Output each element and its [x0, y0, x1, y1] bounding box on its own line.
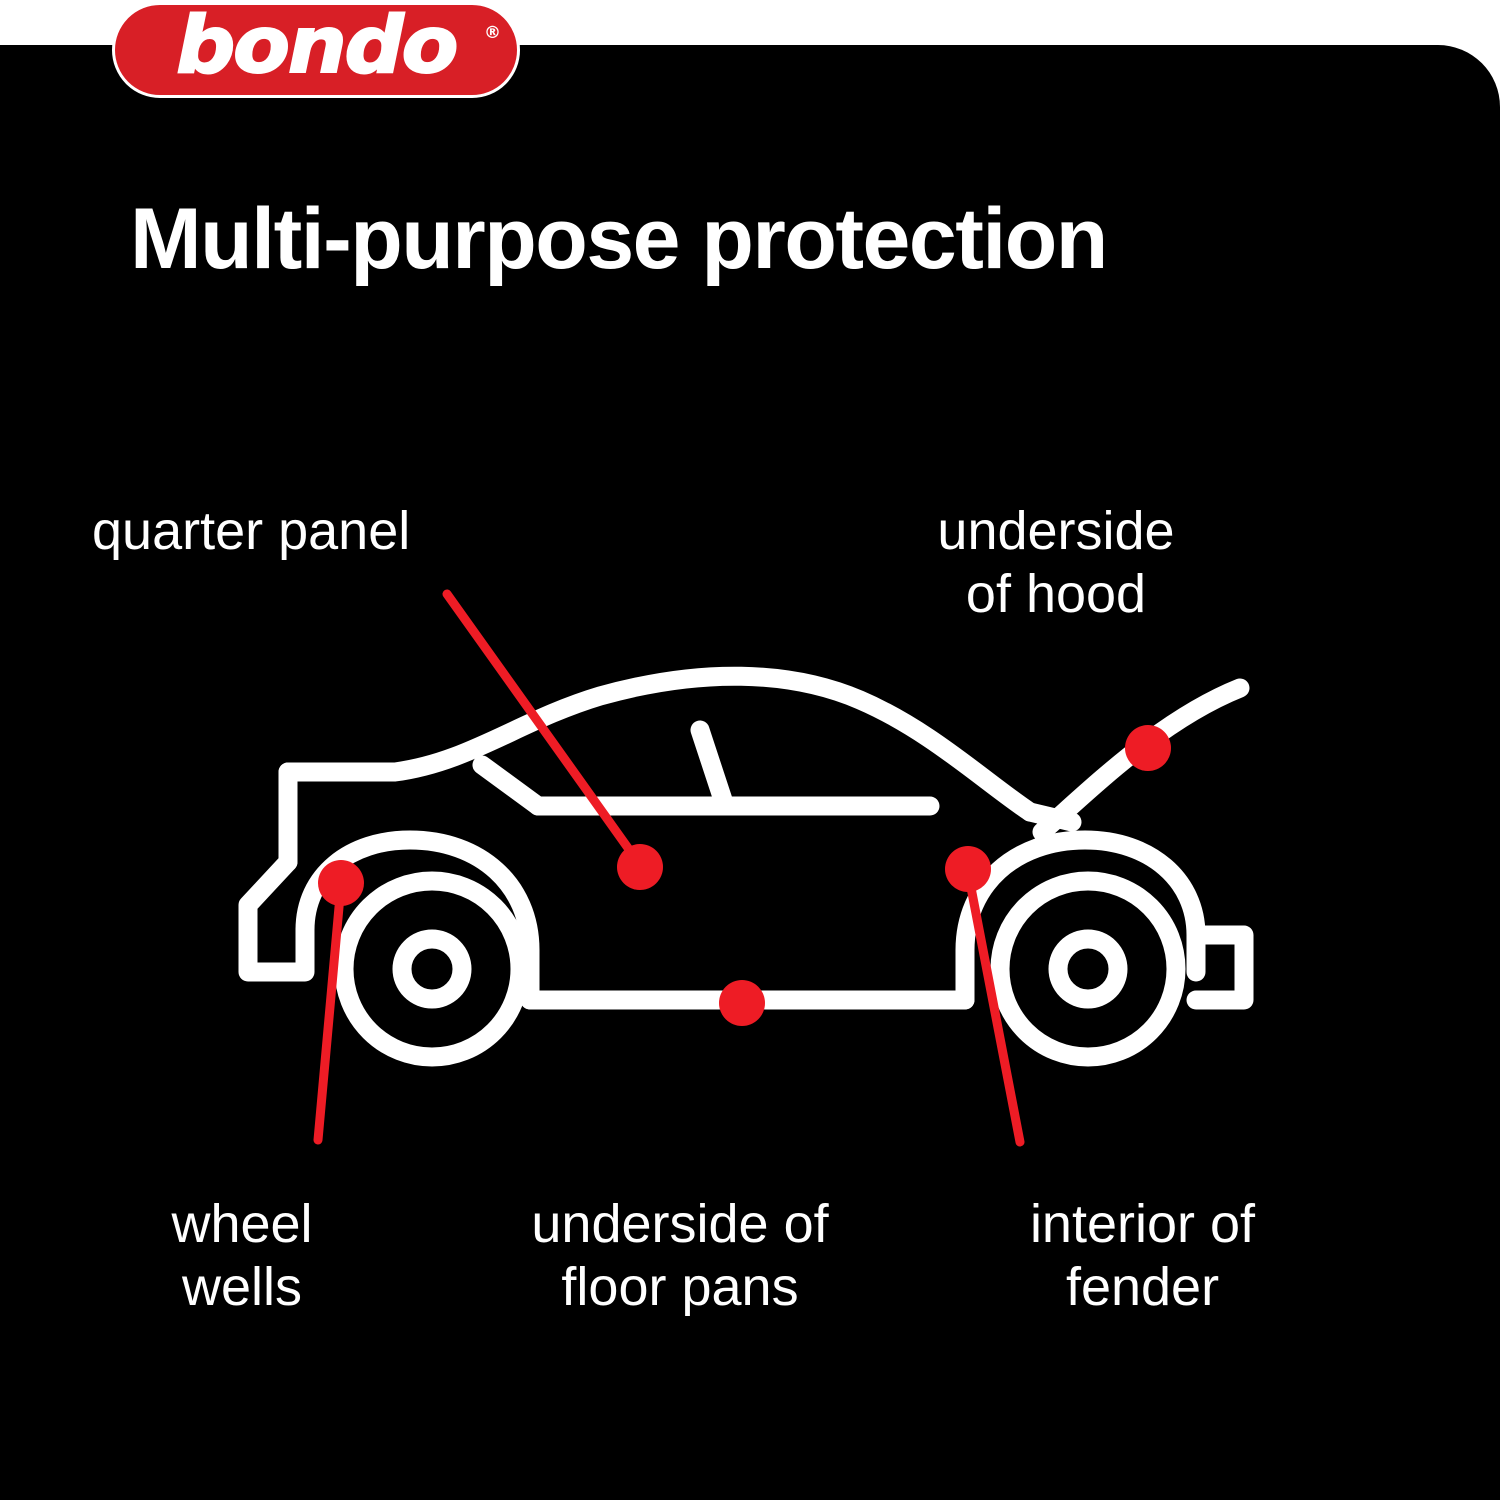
- rear-tire: [334, 871, 530, 1067]
- rear-window-path: [472, 755, 548, 816]
- leader-line-fender: [963, 867, 1025, 1147]
- rear-hub: [392, 929, 472, 1009]
- front-hub: [1048, 929, 1128, 1009]
- car-outline: [238, 666, 1254, 1067]
- dot-underside-of-hood: [1125, 725, 1171, 771]
- callout-label-underside-of-floor-pans: underside of floor pans: [531, 1194, 829, 1317]
- dot-quarter-panel: [617, 844, 663, 890]
- black-panel-background: [0, 45, 1500, 1500]
- registered-trademark-icon: ®: [484, 23, 501, 43]
- rear-bumper-path: [238, 852, 315, 982]
- callout-label-underside-of-hood: underside of hood: [937, 501, 1175, 624]
- front-bumper-path: [1186, 925, 1254, 1010]
- bondo-logo-inner: bondo ®: [115, 5, 517, 95]
- callout-dots: [318, 725, 1171, 1026]
- page-title: Multi-purpose protection: [130, 191, 1108, 287]
- front-tire: [990, 871, 1186, 1067]
- leader-line-wheel-wells: [313, 880, 346, 1145]
- dot-interior-of-fender: [945, 846, 991, 892]
- callout-label-quarter-panel: quarter panel: [92, 501, 411, 561]
- callout-label-wheel-wells: wheel wells: [171, 1194, 313, 1317]
- callout-leader-lines: [313, 589, 1025, 1147]
- leader-line-quarter-panel: [442, 589, 643, 867]
- roofline-path: [278, 666, 1040, 822]
- dot-wheel-wells: [318, 860, 364, 906]
- bondo-logo-wordmark: bondo: [175, 1, 459, 91]
- b-pillar-path: [690, 720, 735, 816]
- bondo-logo: bondo ®: [112, 2, 520, 98]
- dot-floor-pans: [719, 980, 765, 1026]
- callout-label-interior-of-fender: interior of fender: [1029, 1194, 1256, 1317]
